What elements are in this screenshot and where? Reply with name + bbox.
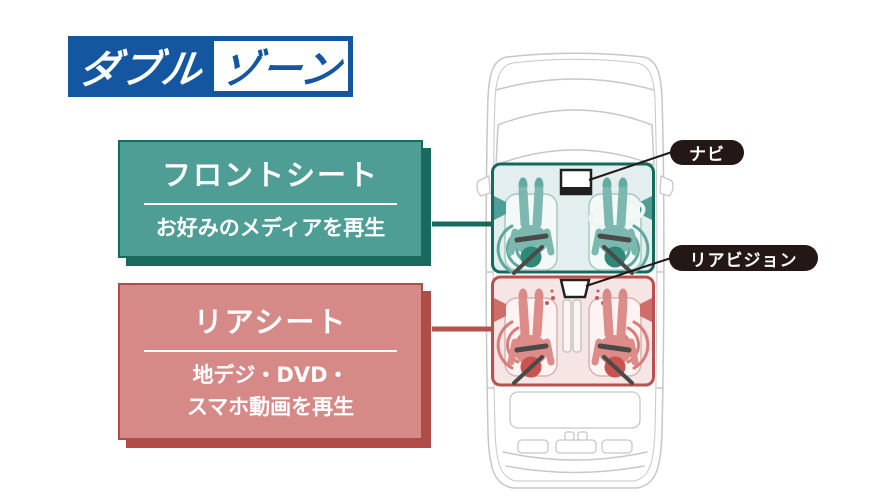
title-badge-left: ダブル (68, 41, 214, 93)
third-row-bench (509, 391, 641, 454)
rear-right-passenger-figure (591, 288, 650, 385)
front-left-speaker-icon (494, 196, 506, 220)
title-badge: ダブル ゾーン (68, 36, 353, 97)
rear-speaker-icons (494, 298, 652, 322)
title-text-zone: ゾーン (216, 47, 345, 93)
driver-figure (496, 177, 555, 275)
front-seat-card-title: フロントシート (161, 158, 379, 192)
front-speaker-icons (494, 196, 652, 220)
rear-vision-leader-line (585, 257, 672, 287)
title-badge-right: ゾーン (214, 41, 348, 93)
rear-seat-card-title: リアシート (193, 305, 348, 339)
navi-unit-icon (559, 168, 593, 196)
front-seat-card-description: お好みのメディアを再生 (155, 216, 386, 240)
rear-vision-callout-label: リアビジョン (689, 250, 798, 271)
rear-left-passenger-figure (496, 288, 555, 385)
rear-seat-card-description-line2: スマホ動画を再生 (186, 394, 355, 419)
navi-leader-line (588, 151, 673, 181)
side-mirror-icons (476, 175, 674, 197)
front-seat-card: フロントシート お好みのメディアを再生 (118, 140, 423, 258)
front-card-divider (144, 203, 397, 205)
rear-seat-card: リアシート 地デジ・DVD・ スマホ動画を再生 (118, 283, 423, 440)
title-text-double: ダブル (75, 47, 206, 93)
front-passenger-figure (588, 177, 650, 275)
navi-callout-label: ナビ (689, 145, 725, 165)
navi-callout-badge: ナビ (670, 140, 744, 165)
rear-vision-callout-badge: リアビジョン (669, 245, 818, 271)
rear-card-divider (144, 350, 397, 352)
rear-right-speaker-icon (640, 298, 652, 322)
rear-left-speaker-icon (494, 298, 506, 322)
rear-seat-card-description-line1: 地デジ・DVD・ (192, 363, 349, 387)
